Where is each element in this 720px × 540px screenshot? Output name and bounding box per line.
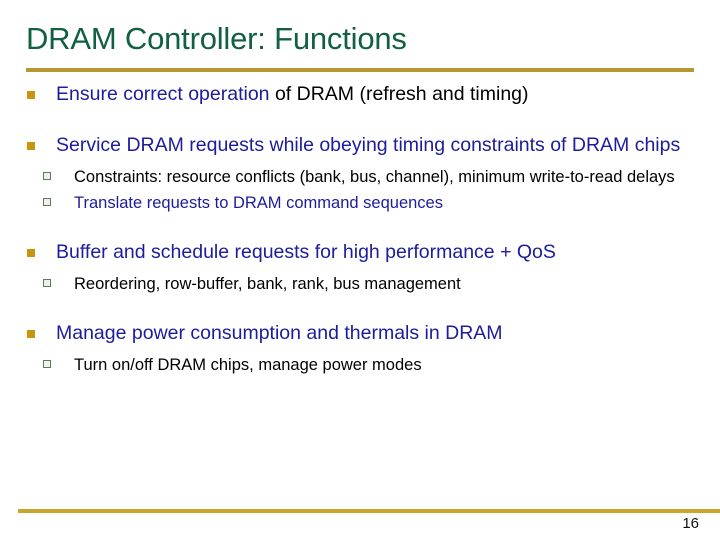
bullet-3-label: Buffer and schedule requests for high pe… [56,241,556,263]
bullet-item-3: Buffer and schedule requests for high pe… [26,240,698,265]
hollow-square-icon [43,279,51,287]
spacer [26,214,698,240]
bullet-square-icon [27,91,35,99]
sub-bullet-3-1: Reordering, row-buffer, bank, rank, bus … [26,273,698,295]
sub-bullet-4-1-label: Turn on/off DRAM chips, manage power mod… [74,356,422,374]
spacer [26,346,698,354]
sub-bullet-2-1-label: Constraints: resource conflicts (bank, b… [74,168,675,186]
footer-divider [18,509,720,513]
bullet-item-2: Service DRAM requests while obeying timi… [26,133,698,158]
spacer [26,107,698,133]
sub-bullet-2-2: Translate requests to DRAM command seque… [26,192,698,214]
spacer [26,265,698,273]
bullet-1-emphasis: Ensure correct operation [56,83,270,105]
bullet-item-4: Manage power consumption and thermals in… [26,321,698,346]
bullet-4-label: Manage power consumption and thermals in… [56,322,503,344]
sub-bullet-4-1: Turn on/off DRAM chips, manage power mod… [26,354,698,376]
bullet-square-icon [27,249,35,257]
sub-bullet-3-1-label: Reordering, row-buffer, bank, rank, bus … [74,275,461,293]
bullet-2-label: Service DRAM requests while obeying timi… [56,134,681,156]
bullet-square-icon [27,330,35,338]
bullet-1-rest: of DRAM (refresh and timing) [269,83,529,105]
title-divider [26,68,694,72]
hollow-square-icon [43,172,51,180]
hollow-square-icon [43,198,51,206]
sub-bullet-2-2-label: Translate requests to DRAM command seque… [74,194,443,212]
spacer [26,295,698,321]
sub-bullet-2-1: Constraints: resource conflicts (bank, b… [26,166,698,188]
bullet-list: Ensure correct operation of DRAM (refres… [26,82,698,376]
page-number: 16 [682,515,699,532]
hollow-square-icon [43,360,51,368]
page-title: DRAM Controller: Functions [26,21,407,56]
spacer [26,158,698,166]
title-block: DRAM Controller: Functions [26,20,694,58]
bullet-square-icon [27,142,35,150]
bullet-item-1: Ensure correct operation of DRAM (refres… [26,82,698,107]
